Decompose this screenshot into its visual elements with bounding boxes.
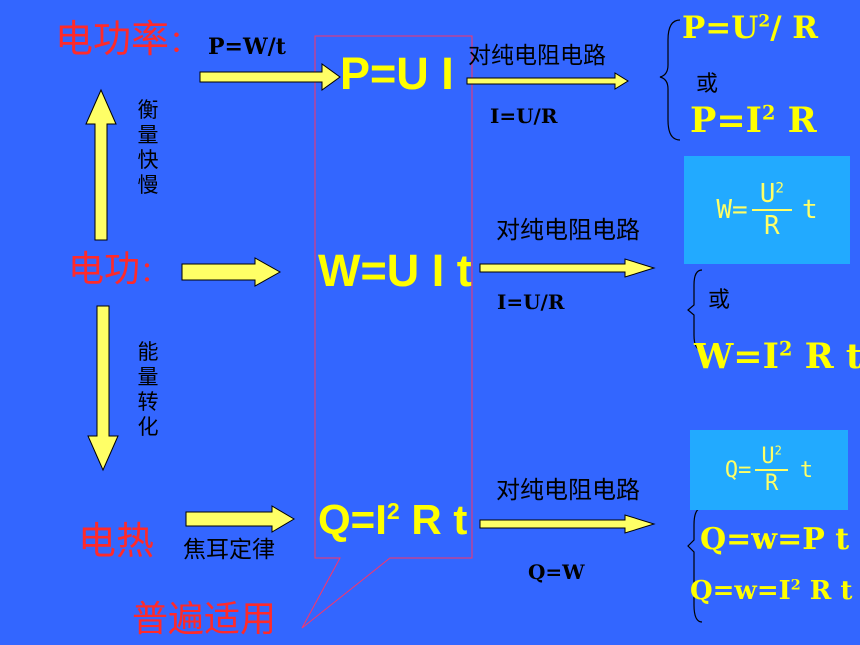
formula-heat: Q=I2 R t bbox=[318, 496, 468, 543]
arrow-down bbox=[87, 305, 119, 472]
formula-power: P=U I bbox=[340, 48, 454, 99]
work-formula-box: W= U2 R t bbox=[684, 156, 850, 264]
work-box-t: t bbox=[801, 195, 818, 225]
condition-ohm-2: I=U/R bbox=[497, 290, 565, 314]
text-energy: 能量转化 bbox=[137, 340, 159, 439]
heat-box-fraction: U2 R bbox=[755, 444, 788, 496]
work-box-fraction: U2 R bbox=[751, 179, 792, 241]
heat-formula-box: Q= U2 R t bbox=[690, 430, 848, 510]
text-joule-law: 焦耳定律 bbox=[183, 537, 275, 563]
label-power: 电功率： bbox=[55, 17, 200, 61]
arrow-heat-out bbox=[479, 514, 656, 534]
heat-box-t: t bbox=[799, 457, 814, 483]
text-or-2: 或 bbox=[708, 288, 731, 313]
condition-ohm-1: I=U/R bbox=[490, 104, 558, 128]
condition-power: 对纯电阻电路 bbox=[468, 43, 606, 69]
text-rate: 衡量快慢 bbox=[137, 98, 159, 197]
arrow-up bbox=[85, 88, 117, 241]
arrow-power-out bbox=[466, 72, 629, 90]
condition-q-equals-w: Q=W bbox=[528, 560, 585, 584]
arrow-heat-in bbox=[185, 505, 295, 533]
text-power-def: P=W/t bbox=[208, 34, 286, 60]
result-work-b: W=I2 R t bbox=[694, 336, 860, 377]
brace-power bbox=[659, 19, 681, 141]
condition-work: 对纯电阻电路 bbox=[496, 216, 640, 244]
label-heat: 电热 bbox=[78, 519, 155, 563]
brace-work bbox=[687, 269, 703, 351]
callout-frame bbox=[301, 35, 473, 629]
condition-heat: 对纯电阻电路 bbox=[496, 476, 640, 504]
heat-box-lhs: Q= bbox=[724, 457, 752, 483]
label-work: 电功： bbox=[68, 249, 169, 290]
result-heat-a: Q=w=P t bbox=[700, 522, 850, 557]
text-or-1: 或 bbox=[696, 72, 719, 97]
formula-work: W=U I t bbox=[318, 245, 472, 296]
arrow-work-out bbox=[479, 258, 656, 278]
result-power-a: P=U2/ R bbox=[682, 10, 819, 46]
brace-heat bbox=[687, 507, 703, 623]
arrow-power-in bbox=[199, 63, 341, 91]
callout-text: 普遍适用 bbox=[132, 599, 277, 640]
arrow-work-in bbox=[181, 257, 282, 287]
work-box-lhs: W= bbox=[716, 195, 748, 225]
result-power-b: P=I2 R bbox=[690, 100, 817, 141]
result-heat-b: Q=w=I2 R t bbox=[690, 576, 853, 606]
